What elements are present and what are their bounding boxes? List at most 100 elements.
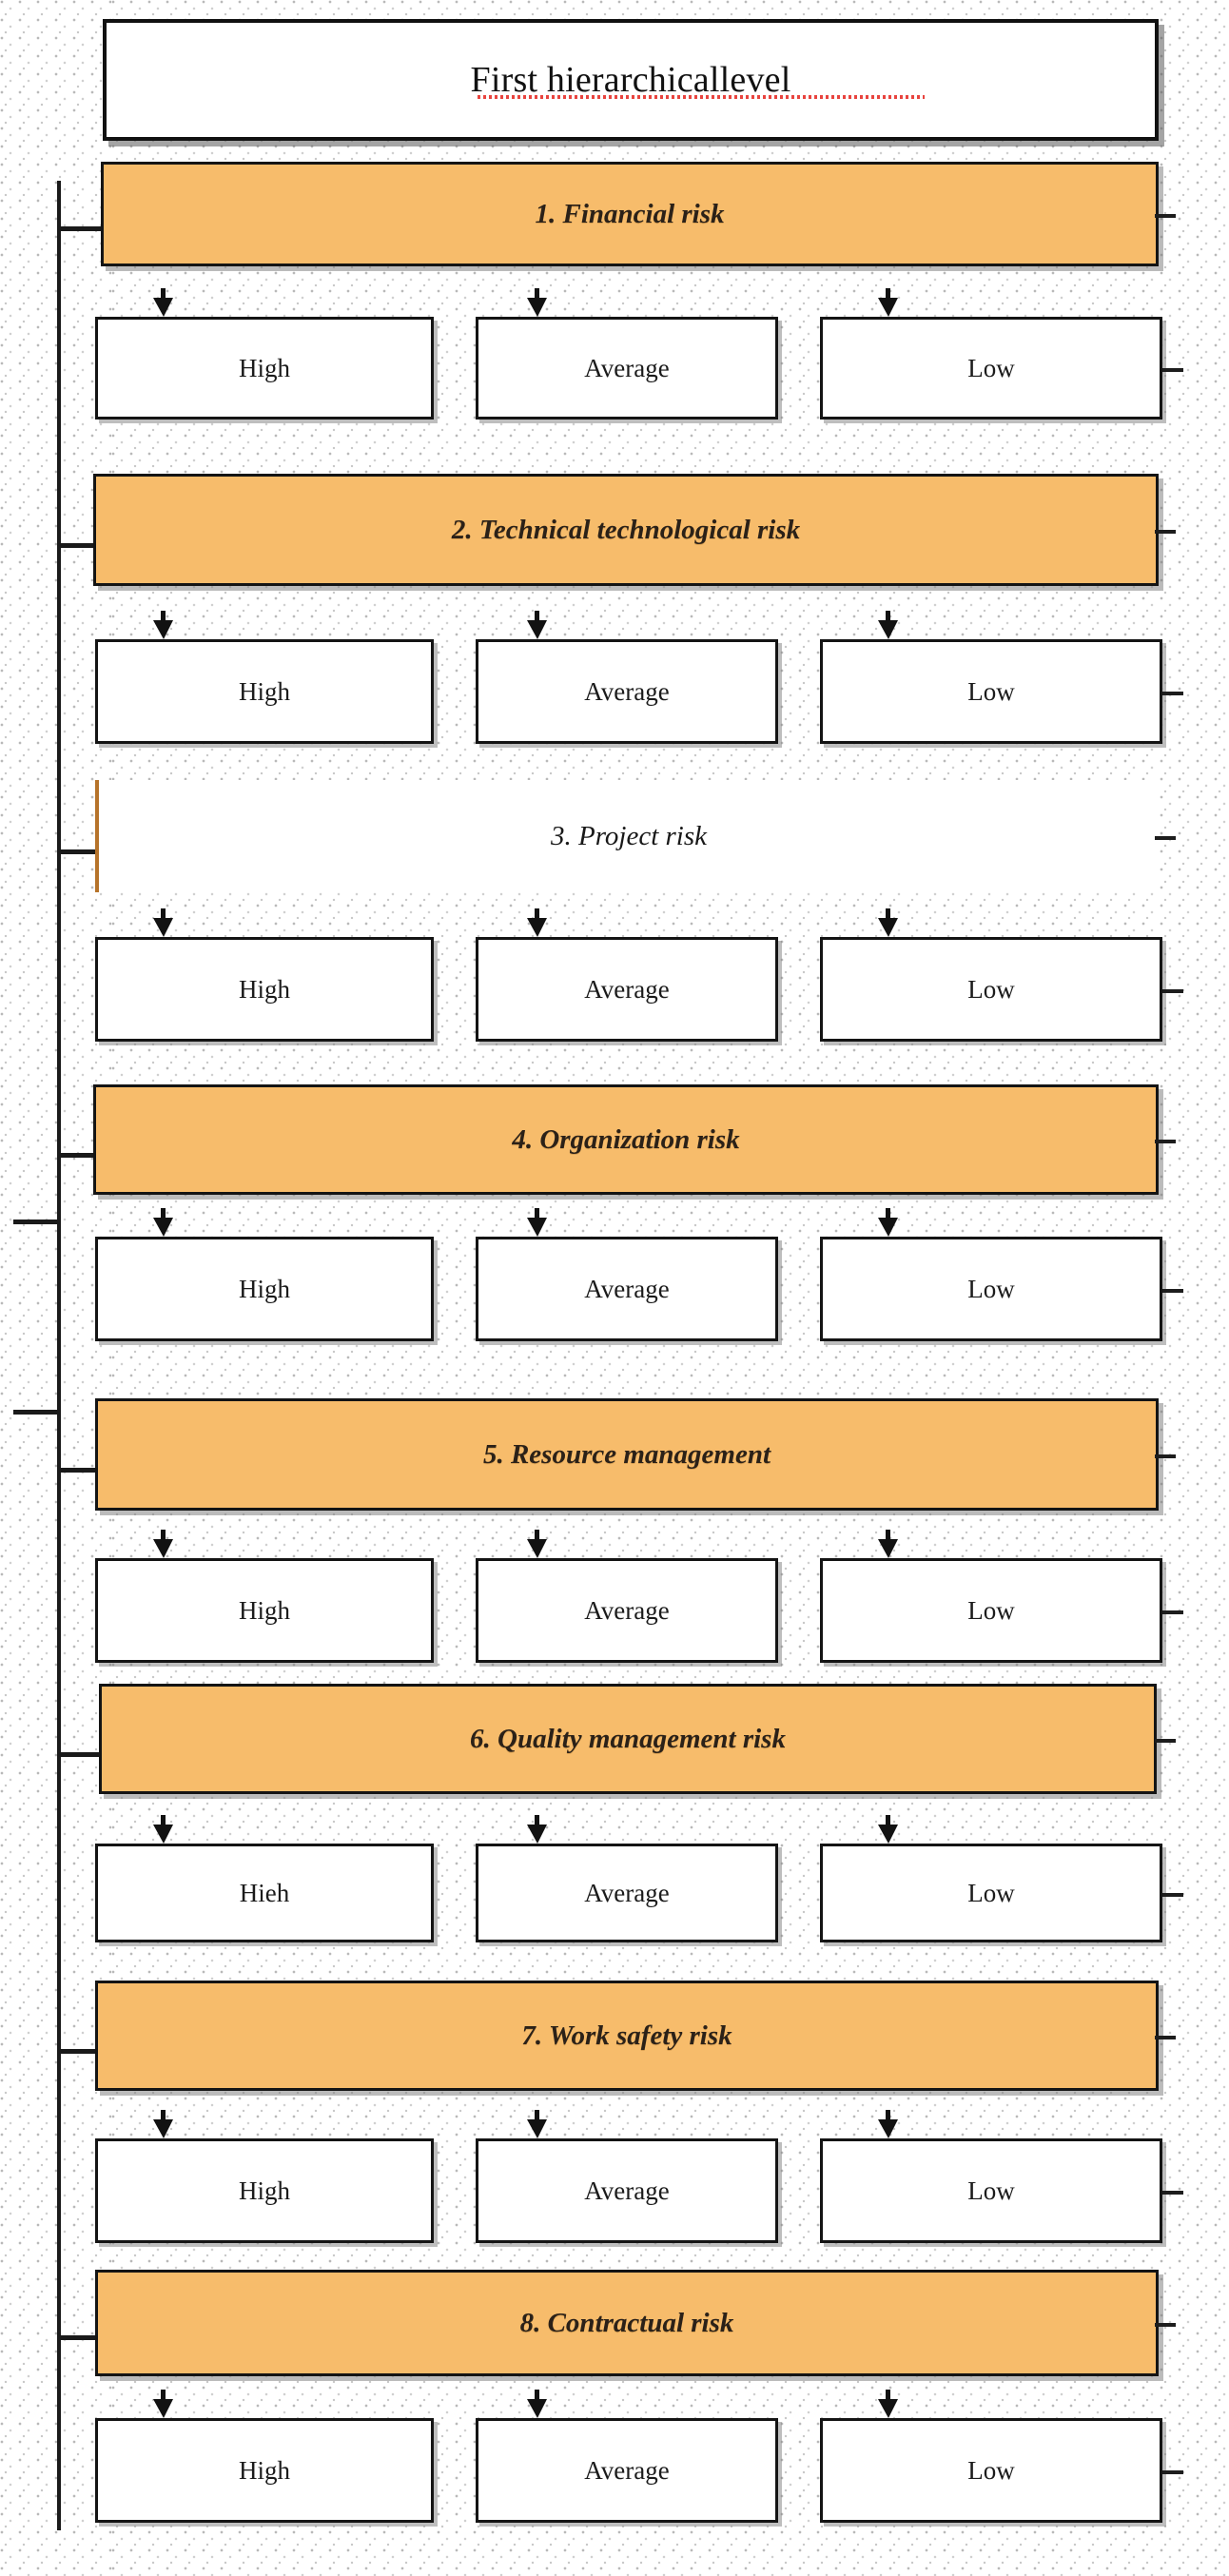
category-label-4: 4. Organization risk [512,1123,740,1155]
category-bar-7[interactable]: 7. Work safety risk [95,1981,1159,2091]
down-arrow-icon [153,611,173,641]
leaf-box-4-3[interactable]: Low [820,1237,1162,1341]
leaf-label: Low [967,676,1015,706]
leaf-box-2-1[interactable]: High [95,639,434,744]
right-connector-tick [1155,1140,1176,1143]
leaf-label: High [239,1595,290,1625]
leaf-label: High [239,974,290,1004]
down-arrow-icon [527,908,547,939]
leaf-box-6-2[interactable]: Average [476,1844,778,1942]
category-label-7: 7. Work safety risk [521,2020,732,2051]
leaf-label: Low [967,1878,1015,1907]
leaf-label: Hieh [239,1878,290,1907]
down-arrow-icon [527,288,547,319]
leaf-box-4-2[interactable]: Average [476,1237,778,1341]
leaf-box-1-1[interactable]: High [95,317,434,420]
spine-stub-6 [59,1752,105,1757]
leaf-box-4-1[interactable]: High [95,1237,434,1341]
down-arrow-icon [878,1815,898,1845]
leaf-box-6-1[interactable]: Hieh [95,1844,434,1942]
down-arrow-icon [878,908,898,939]
leaf-box-2-3[interactable]: Low [820,639,1162,744]
leaf-box-1-3[interactable]: Low [820,317,1162,420]
right-connector-tick [1162,2191,1183,2195]
down-arrow-icon [153,1815,173,1845]
category-bar-5[interactable]: 5. Resource management [95,1398,1159,1511]
leaf-box-3-1[interactable]: High [95,937,434,1042]
spine-stub-8 [59,2335,105,2340]
stipple-background-gutter [0,0,112,2576]
leaf-box-7-1[interactable]: High [95,2138,434,2243]
page-title: First hierarchicallevel [470,60,791,100]
leaf-label: Average [584,974,670,1004]
spine-stub-5 [59,1468,105,1473]
right-connector-tick [1155,1454,1176,1458]
down-arrow-icon [527,2390,547,2420]
leaf-label: Average [584,2455,670,2485]
spine-stub-4 [59,1153,105,1158]
leaf-label: High [239,1274,290,1303]
spine-stub-2 [59,543,105,548]
spellcheck-underline-icon [478,95,925,99]
category-label-5: 5. Resource management [482,1438,771,1470]
right-connector-tick [1162,1610,1183,1614]
leaf-box-7-2[interactable]: Average [476,2138,778,2243]
leaf-label: High [239,353,290,382]
outer-spine-tick-2 [13,1410,59,1415]
right-connector-tick [1162,368,1183,372]
down-arrow-icon [878,1530,898,1560]
leaf-label: Average [584,2176,670,2205]
leaf-box-5-2[interactable]: Average [476,1558,778,1663]
category-label-6: 6. Quality management risk [470,1723,786,1754]
category-bar-4[interactable]: 4. Organization risk [93,1084,1159,1195]
leaf-label: High [239,2176,290,2205]
leaf-label: Low [967,974,1015,1004]
right-connector-tick [1162,2470,1183,2474]
down-arrow-icon [878,2390,898,2420]
category-label-1: 1. Financial risk [535,198,725,229]
down-arrow-icon [878,288,898,319]
spine-stub-7 [59,2049,105,2054]
right-connector-tick [1155,836,1176,840]
diagram-title-box: First hierarchicallevel [103,19,1159,141]
leaf-box-7-3[interactable]: Low [820,2138,1162,2243]
leaf-label: Low [967,1274,1015,1303]
down-arrow-icon [878,1208,898,1239]
right-connector-tick [1155,1739,1176,1743]
leaf-box-8-3[interactable]: Low [820,2418,1162,2523]
down-arrow-icon [527,1815,547,1845]
leaf-label: Low [967,353,1015,382]
leaf-box-5-1[interactable]: High [95,1558,434,1663]
category-bar-1[interactable]: 1. Financial risk [101,162,1159,266]
spine-stub-3 [59,849,105,854]
leaf-box-5-3[interactable]: Low [820,1558,1162,1663]
right-connector-tick [1162,1893,1183,1897]
leaf-label: Average [584,353,670,382]
leaf-box-3-3[interactable]: Low [820,937,1162,1042]
leaf-box-2-2[interactable]: Average [476,639,778,744]
right-connector-tick [1155,2036,1176,2039]
leaf-label: Average [584,1274,670,1303]
category-label-2: 2. Technical technological risk [451,514,801,545]
leaf-label: Average [584,1878,670,1907]
category-bar-8[interactable]: 8. Contractual risk [95,2270,1159,2376]
leaf-label: High [239,676,290,706]
outer-spine-tick-1 [13,1220,59,1224]
category-bar-6[interactable]: 6. Quality management risk [99,1684,1157,1794]
category-bar-2[interactable]: 2. Technical technological risk [93,474,1159,586]
right-connector-tick [1162,989,1183,993]
down-arrow-icon [153,908,173,939]
down-arrow-icon [878,2110,898,2140]
right-connector-tick [1162,1289,1183,1293]
leaf-box-1-2[interactable]: Average [476,317,778,420]
leaf-box-8-1[interactable]: High [95,2418,434,2523]
spine-stub-1 [59,226,105,231]
leaf-box-6-3[interactable]: Low [820,1844,1162,1942]
down-arrow-icon [153,288,173,319]
category-bar-3[interactable]: 3. Project risk [95,780,1159,892]
right-connector-tick [1155,2323,1176,2327]
down-arrow-icon [153,2110,173,2140]
leaf-box-3-2[interactable]: Average [476,937,778,1042]
leaf-box-8-2[interactable]: Average [476,2418,778,2523]
category-label-3: 3. Project risk [550,820,708,851]
